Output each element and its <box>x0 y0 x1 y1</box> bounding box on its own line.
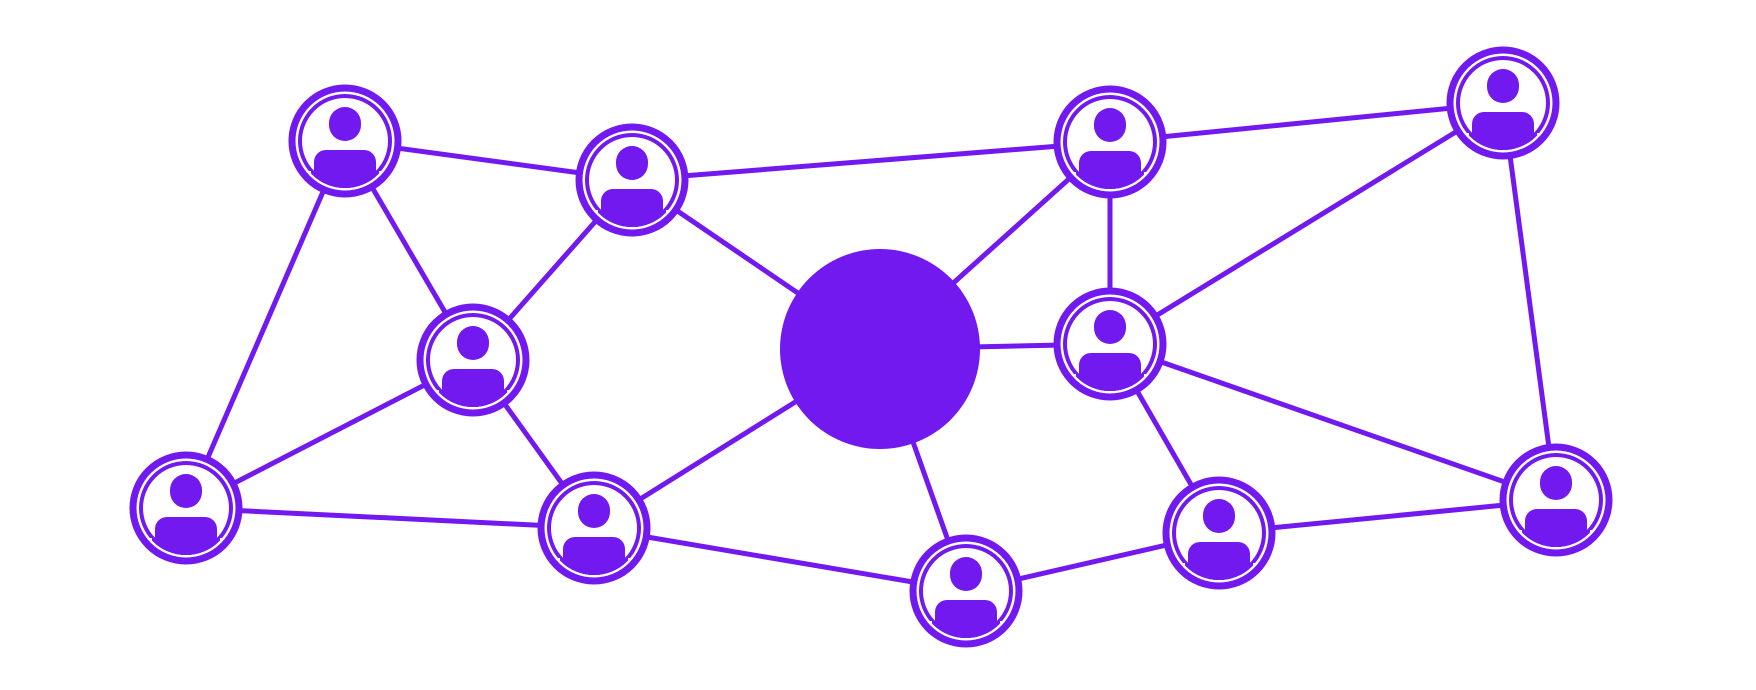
user-node-n9 <box>1446 46 1560 160</box>
user-node-n1 <box>288 84 402 198</box>
edge-n9-n11 <box>1500 100 1559 503</box>
user-node-n5 <box>1053 85 1167 199</box>
edge-n5-n9 <box>1107 100 1506 145</box>
edge-n1-n4 <box>183 138 348 511</box>
user-node-n3 <box>416 303 530 417</box>
user-node-n10 <box>1162 476 1276 590</box>
user-node-n7 <box>909 534 1023 648</box>
edge-n6-n7 <box>591 525 969 594</box>
edge-n9-n8 <box>1107 100 1506 347</box>
user-node-n2 <box>575 123 689 237</box>
edge-n4-n6 <box>183 505 597 531</box>
edge-n8-n11 <box>1107 341 1559 503</box>
nodes-layer <box>129 46 1613 648</box>
user-node-n6 <box>537 471 651 585</box>
user-node-n4 <box>129 451 243 565</box>
user-node-n11 <box>1499 443 1613 557</box>
hub-node <box>780 249 980 449</box>
edge-n2-n5 <box>629 139 1113 183</box>
user-node-n8 <box>1053 287 1167 401</box>
